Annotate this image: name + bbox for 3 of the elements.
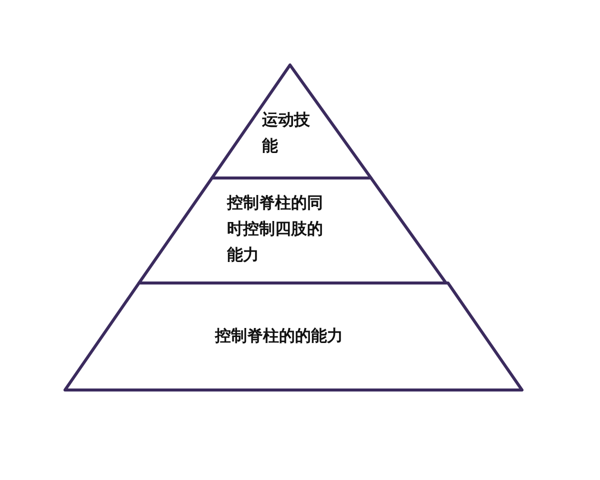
tier-label: 运动技能 (262, 109, 311, 157)
tier-label: 控制脊柱的的能力 (215, 325, 344, 347)
tier-label: 控制脊柱的同时控制四肢的能力 (227, 192, 324, 266)
